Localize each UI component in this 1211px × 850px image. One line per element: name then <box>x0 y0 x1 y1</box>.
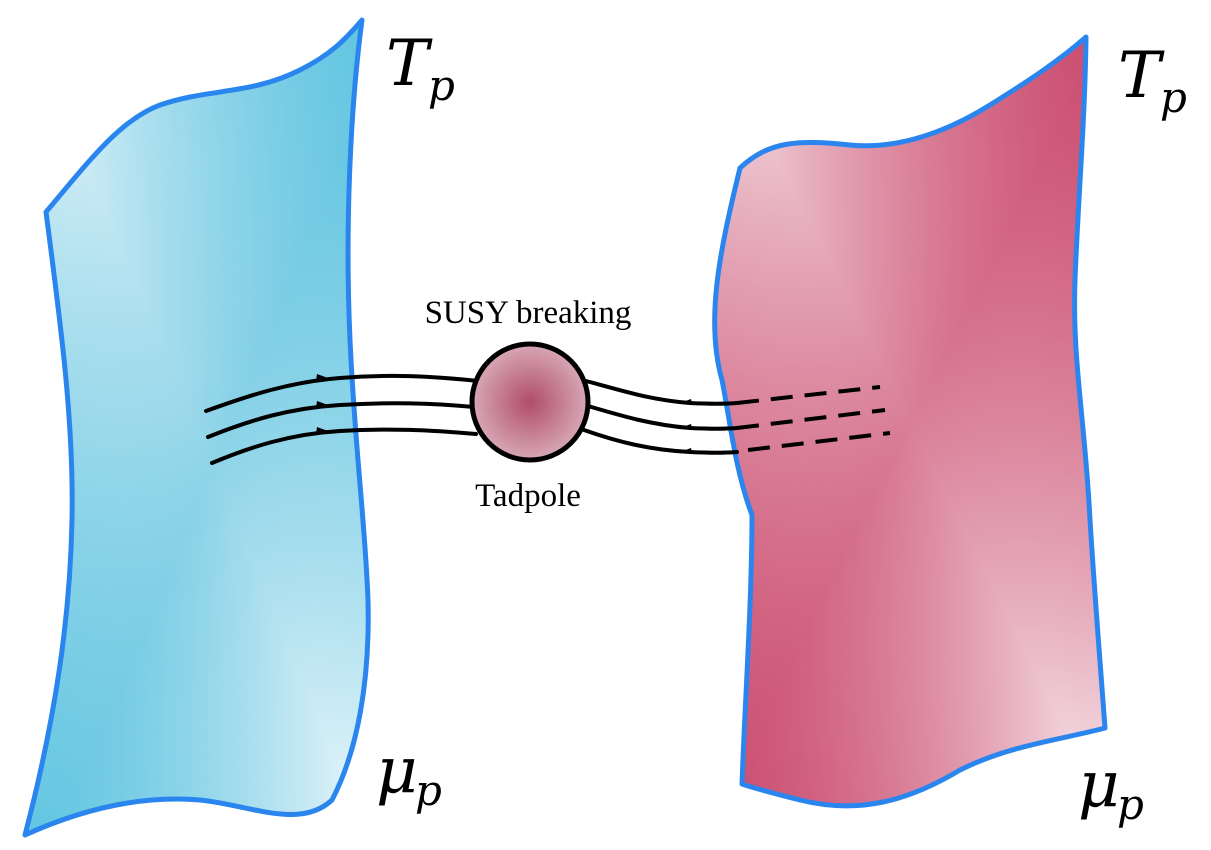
tadpole-circle <box>469 341 591 463</box>
T-symbol: T <box>1118 39 1165 113</box>
mu-symbol: μ <box>376 734 418 808</box>
p-subscript: p <box>1160 73 1187 122</box>
flux-arrow <box>316 401 328 408</box>
left-bottom-label: μ p <box>376 734 442 815</box>
right-flux-lines <box>582 379 891 455</box>
flux-arrow <box>316 427 328 434</box>
p-subscript: p <box>415 766 442 815</box>
mu-symbol: μ <box>1078 748 1120 822</box>
right-bottom-label: μ p <box>1078 748 1144 829</box>
left-top-label: T p <box>386 27 455 110</box>
left-brane <box>22 17 371 838</box>
flux-arrow <box>680 399 692 403</box>
right-top-label: T p <box>1118 39 1187 122</box>
T-symbol: T <box>386 27 433 101</box>
susy-breaking-label: SUSY breaking <box>425 295 632 331</box>
right-brane <box>712 34 1108 809</box>
flux-arrow <box>680 448 692 452</box>
p-subscript: p <box>1117 780 1144 829</box>
flux-arrow <box>316 374 328 381</box>
flux-arrow <box>680 424 692 428</box>
left-flux-lines <box>204 373 480 465</box>
p-subscript: p <box>428 61 455 110</box>
tadpole-label: Tadpole <box>475 478 581 514</box>
